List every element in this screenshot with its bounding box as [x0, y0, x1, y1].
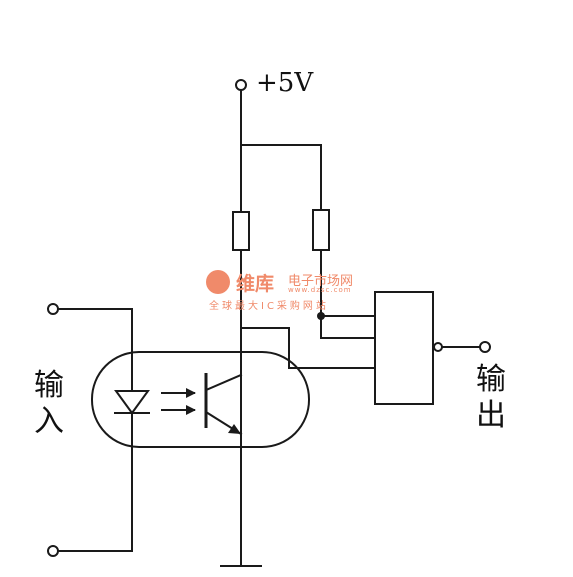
- resistor-icon: [232, 211, 250, 251]
- supply-label: +5V: [256, 68, 314, 98]
- light-arrows-icon: [161, 388, 196, 415]
- input-terminal-bottom: [47, 545, 59, 557]
- watermark-site: 电子市场网: [288, 274, 354, 289]
- watermark-slogan: 全球最大IC采购网站: [209, 301, 329, 312]
- resistor-icon: [312, 209, 330, 251]
- output-terminal-icon: [479, 341, 491, 353]
- gate-inversion-bubble: [433, 342, 443, 352]
- watermark-url: www.dzsc.com: [288, 286, 352, 294]
- output-label: 输出: [476, 362, 506, 433]
- supply-branch: [240, 144, 322, 211]
- optocoupler-package: [91, 351, 310, 448]
- input-label: 输入: [34, 368, 64, 439]
- input-wire-top: [57, 308, 133, 375]
- watermark-logo-icon: [206, 270, 230, 294]
- nand-gate-icon: [374, 291, 434, 405]
- gate-input-3: [320, 315, 376, 339]
- collector-to-gate: [240, 327, 376, 369]
- input-terminal-top: [47, 303, 59, 315]
- power-terminal-icon: [235, 79, 247, 91]
- led-icon: [114, 373, 150, 416]
- input-wire-bottom: [57, 414, 133, 552]
- watermark-brand: 维库: [236, 273, 275, 295]
- phototransistor-icon: [204, 373, 243, 436]
